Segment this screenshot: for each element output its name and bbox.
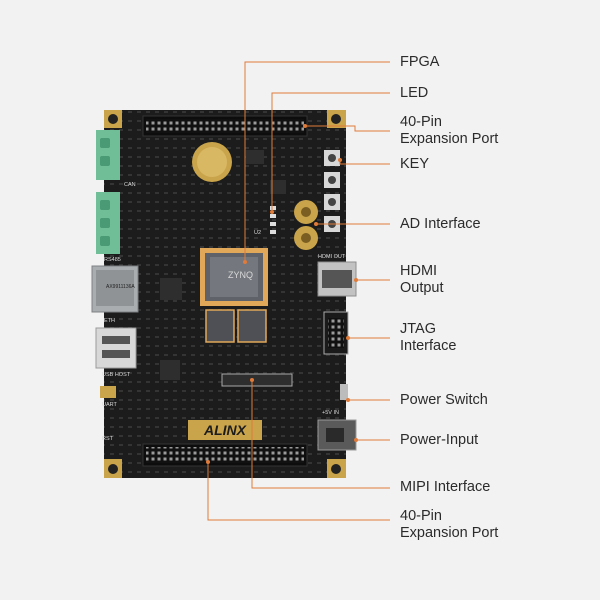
leader-dot (354, 438, 358, 442)
silk-can: CAN (124, 182, 136, 188)
silk-usb-host: USB HOST (102, 372, 131, 378)
pin-row (146, 447, 304, 463)
callout-fpga-line: FPGA (400, 54, 440, 70)
callout-jtag-line1: JTAG (400, 321, 436, 337)
silk-chip-code: U2 (254, 230, 261, 236)
callout-jtag: JTAG Interface (400, 321, 456, 355)
led-indicator (270, 222, 276, 226)
small-chip (246, 150, 264, 164)
led-indicator (270, 214, 276, 218)
ethernet-jack-text: AX9911136A (106, 284, 135, 290)
callout-ad-line: AD Interface (400, 216, 481, 232)
mipi-connector (221, 373, 293, 387)
callout-key-line: KEY (400, 156, 430, 172)
silk-rs485: RS485 (104, 257, 121, 263)
callout-fpga: FPGA (400, 54, 439, 71)
leader-dot (346, 336, 350, 340)
silk-power-in: +5V IN (322, 410, 339, 416)
hdmi-port (317, 261, 357, 297)
callout-mipi-line: MIPI Interface (400, 479, 491, 495)
callout-jtag-line2: Interface (400, 338, 457, 354)
callout-led-line: LED (400, 85, 429, 101)
leader-lines (207, 61, 390, 521)
leader-led (271, 92, 390, 212)
leader-dot (206, 460, 210, 464)
leader-expansion-top (305, 125, 390, 132)
callout-key: KEY (400, 156, 429, 173)
leader-key (339, 160, 390, 165)
leader-dot (243, 260, 247, 264)
leader-dots (206, 124, 358, 464)
silk-eth: ETH (104, 318, 115, 324)
leader-dot (250, 378, 254, 382)
callout-expansion-top-line1: 40-Pin (400, 114, 442, 130)
leader-dot (270, 210, 274, 214)
leader-dot (314, 222, 318, 226)
coin-cell-battery (192, 142, 232, 182)
led-indicator (270, 230, 276, 234)
callout-expansion-top: 40-Pin Expansion Port (400, 114, 498, 148)
callout-mipi: MIPI Interface (400, 479, 490, 496)
terminal-block-rs485 (96, 192, 120, 254)
pin-row (146, 119, 304, 133)
leader-mipi (251, 380, 390, 489)
small-chip (160, 360, 180, 380)
callout-power-input: Power-Input (400, 432, 478, 449)
usb-host-port (95, 327, 137, 369)
silk-hdmi: HDMI OUT (318, 254, 346, 260)
small-chip (270, 180, 286, 194)
silk-rst: RST (102, 436, 114, 442)
pin-row (328, 318, 344, 348)
callout-power-switch: Power Switch (400, 392, 488, 409)
leader-expansion-bottom (207, 462, 390, 521)
leader-fpga (244, 61, 390, 262)
uart-port (100, 386, 116, 398)
power-switch (340, 384, 348, 400)
callout-expansion-bottom-line1: 40-Pin (400, 508, 442, 524)
memory-chip (205, 309, 235, 343)
leader-dot (303, 124, 307, 128)
callout-expansion-bottom: 40-Pin Expansion Port (400, 508, 498, 542)
leader-dot (346, 398, 350, 402)
callout-ad: AD Interface (400, 216, 481, 233)
callout-hdmi-line2: Output (400, 280, 444, 296)
callout-expansion-bottom-line2: Expansion Port (400, 525, 499, 541)
leader-dot (338, 158, 342, 162)
fpga-chip (200, 248, 268, 306)
callout-hdmi-line1: HDMI (400, 263, 438, 279)
callout-expansion-top-line2: Expansion Port (400, 131, 499, 147)
cpu-marking: ZYNQ (228, 270, 253, 280)
leader-dot (354, 278, 358, 282)
terminal-block-can (96, 130, 120, 180)
callout-power-input-line: Power-Input (400, 432, 479, 448)
memory-chip (237, 309, 267, 343)
small-chip (160, 278, 182, 300)
ad-interface-connectors (294, 200, 318, 250)
alinx-logo-plate (188, 420, 262, 440)
led-indicator (270, 206, 276, 210)
callout-led: LED (400, 85, 428, 102)
ethernet-jack (91, 265, 139, 313)
alinx-logo: ALINX (203, 422, 248, 438)
callout-hdmi: HDMI Output (400, 263, 444, 297)
callout-power-switch-line: Power Switch (400, 392, 488, 408)
silk-uart: UART (102, 402, 118, 408)
